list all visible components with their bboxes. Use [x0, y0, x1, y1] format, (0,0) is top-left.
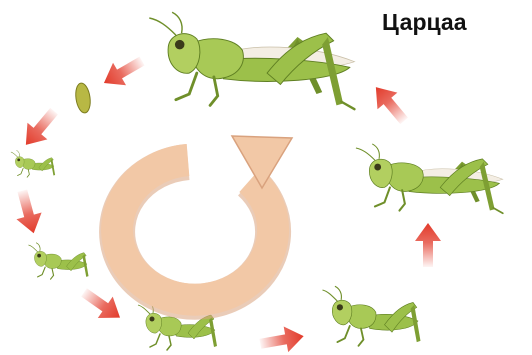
cycle-step-arrow [366, 79, 414, 129]
cycle-step-arrow [16, 103, 64, 153]
grasshopper-nymph-icon [11, 150, 55, 177]
cycle-step-arrow [77, 282, 128, 329]
cycle-step-arrow [415, 223, 441, 267]
grasshopper-adult-icon [356, 144, 503, 213]
circular-arrow-icon [117, 136, 292, 302]
grasshopper-egg-icon [74, 82, 92, 114]
cycle-step-arrow [258, 323, 306, 355]
cycle-step-arrow [10, 187, 47, 236]
grasshopper-nymph-icon [323, 286, 421, 346]
cycle-step-arrow [97, 50, 148, 95]
grasshopper-adult-icon [149, 12, 354, 109]
grasshopper-nymph-icon [28, 243, 88, 279]
